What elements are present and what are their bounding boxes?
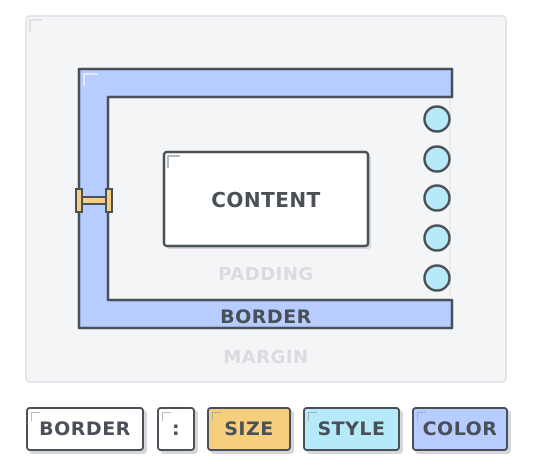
- token-size[interactable]: SIZE: [207, 407, 291, 451]
- border-corner-mark: [83, 73, 98, 86]
- border-frame: [77, 67, 454, 330]
- margin-label: MARGIN: [223, 347, 308, 368]
- token-border[interactable]: BORDER: [26, 407, 144, 451]
- content-box: [162, 150, 370, 248]
- margin-corner-mark: [29, 19, 42, 32]
- dotted-border-circles: [423, 105, 451, 292]
- box-model-diagram: CONTENT PADDING BORDER MARGIN: [25, 15, 507, 383]
- border-dot: [423, 105, 451, 133]
- padding-label: PADDING: [218, 264, 313, 285]
- border-dot: [423, 184, 451, 212]
- border-label: BORDER: [220, 306, 312, 328]
- border-dot: [423, 264, 451, 292]
- token-color[interactable]: COLOR: [412, 407, 508, 451]
- border-dot: [423, 224, 451, 252]
- content-label: CONTENT: [211, 188, 321, 212]
- border-width-handle[interactable]: [75, 188, 113, 213]
- token-style[interactable]: STYLE: [303, 407, 400, 451]
- content-corner-mark: [167, 155, 180, 168]
- token-colon[interactable]: :: [157, 407, 195, 451]
- border-dot: [423, 145, 451, 173]
